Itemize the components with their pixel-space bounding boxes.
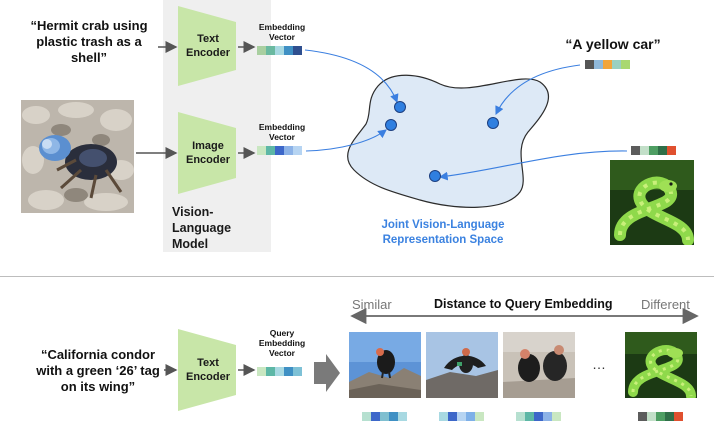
result-embedding-1 <box>362 412 407 421</box>
embedding-cell <box>389 412 398 421</box>
embedding-cell <box>275 367 284 376</box>
embedding-cell <box>552 412 561 421</box>
embedding-cell <box>621 60 630 69</box>
embedding-cell <box>667 146 676 155</box>
embedding-cell <box>275 46 284 55</box>
embedding-cell <box>466 412 475 421</box>
query-text: “California condor with a green ‘26’ tag… <box>36 347 160 394</box>
text-encoder-top-label: Text Encoder <box>185 33 230 59</box>
distance-label: Distance to Query Embedding <box>434 297 613 311</box>
point-image <box>385 119 397 131</box>
embedding-label-text: Embedding Vector <box>258 22 306 42</box>
retrieve-arrow <box>314 354 340 392</box>
car-text: “A yellow car” <box>565 36 661 52</box>
embedding-cell <box>266 367 275 376</box>
embedding-cell <box>257 46 266 55</box>
result-embedding-2 <box>439 412 484 421</box>
snake-embedding-vector <box>631 146 676 155</box>
text-encoder-top: Text Encoder <box>178 6 236 86</box>
embedding-cell <box>516 412 525 421</box>
embedding-cell <box>543 412 552 421</box>
embedding-cell <box>612 60 621 69</box>
embedding-cell <box>665 412 674 421</box>
embedding-cell <box>638 412 647 421</box>
arrow-car-embedding-to-space <box>495 64 581 115</box>
text-encoder-bottom: Text Encoder <box>178 329 236 411</box>
embedding-cell <box>594 60 603 69</box>
embedding-cell <box>656 412 665 421</box>
hermit-crab-image <box>21 100 134 213</box>
result-embedding-4 <box>638 412 683 421</box>
embedding-cell <box>266 146 275 155</box>
text-query: “Hermit crab using plastic trash as a sh… <box>30 18 148 65</box>
embedding-cell <box>266 46 275 55</box>
embedding-cell <box>640 146 649 155</box>
result-image-3 <box>503 332 575 398</box>
snake-image-top <box>610 160 694 245</box>
embedding-cell <box>293 46 302 55</box>
embedding-cell <box>380 412 389 421</box>
image-encoder-label: Image Encoder <box>185 140 230 166</box>
image-embedding-vector <box>257 146 302 155</box>
embedding-cell <box>257 367 266 376</box>
result-image-2 <box>426 332 498 398</box>
embedding-cell <box>603 60 612 69</box>
embedding-label-image: Embedding Vector <box>258 122 306 142</box>
embedding-cell <box>647 412 656 421</box>
vlm-label: Vision-Language Model <box>172 205 232 251</box>
embedding-cell <box>284 367 293 376</box>
embedding-cell <box>658 146 667 155</box>
point-snake <box>429 170 441 182</box>
embedding-cell <box>631 146 640 155</box>
arrow-snake-embedding-to-space <box>438 150 628 181</box>
result-embedding-3 <box>516 412 561 421</box>
query-embedding-label: Query Embedding Vector <box>258 328 306 358</box>
section-divider <box>0 276 714 277</box>
embedding-cell <box>534 412 543 421</box>
text-embedding-vector <box>257 46 302 55</box>
embedding-cell <box>293 367 302 376</box>
embedding-cell <box>439 412 448 421</box>
embedding-cell <box>284 146 293 155</box>
embedding-cell <box>525 412 534 421</box>
point-text <box>394 101 406 113</box>
text-encoder-bottom-label: Text Encoder <box>185 357 230 383</box>
bottom-arrows <box>164 307 699 392</box>
embedding-cell <box>475 412 484 421</box>
point-car <box>487 117 499 129</box>
different-label: Different <box>641 297 690 312</box>
space-label: Joint Vision-Language Representation Spa… <box>381 219 505 246</box>
representation-space-diagram <box>136 41 628 208</box>
embedding-cell <box>371 412 380 421</box>
similar-label: Similar <box>352 297 392 312</box>
result-image-4 <box>625 332 697 398</box>
result-image-1 <box>349 332 421 398</box>
car-embedding-vector <box>585 60 630 69</box>
embedding-cell <box>284 46 293 55</box>
joint-space-blob <box>347 74 550 208</box>
image-encoder: Image Encoder <box>178 112 236 194</box>
embedding-cell <box>362 412 371 421</box>
embedding-cell <box>275 146 284 155</box>
embedding-cell <box>674 412 683 421</box>
embedding-cell <box>293 146 302 155</box>
arrow-text-embedding-to-space <box>304 49 399 104</box>
embedding-cell <box>585 60 594 69</box>
embedding-cell <box>448 412 457 421</box>
embedding-cell <box>649 146 658 155</box>
embedding-cell <box>398 412 407 421</box>
query-embedding-vector <box>257 367 302 376</box>
embedding-cell <box>257 146 266 155</box>
ellipsis: … <box>592 356 606 372</box>
embedding-cell <box>457 412 466 421</box>
arrow-image-embedding-to-space <box>305 129 387 152</box>
